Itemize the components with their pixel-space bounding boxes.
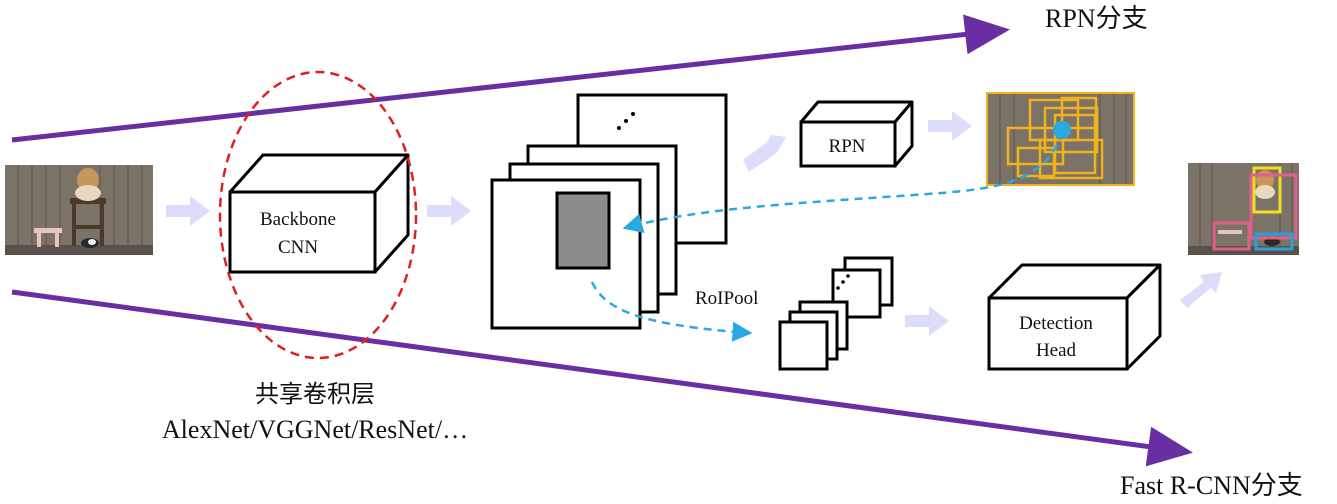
detection-head-line1: Detection — [1019, 313, 1093, 334]
flow-arrow-to-feature-maps — [427, 196, 471, 226]
detection-head-line2: Head — [1036, 340, 1077, 361]
rpn-branch-label: RPN分支 — [1045, 4, 1148, 33]
roipool-label: RoIPool — [695, 288, 758, 309]
flow-arrow-to-output — [1180, 272, 1222, 308]
proposals-image — [986, 92, 1135, 186]
flow-arrow-to-proposals — [928, 111, 972, 141]
input-image — [5, 165, 153, 255]
backbone-label-line1: Backbone — [260, 209, 336, 230]
rpn-branch-arrow — [11, 14, 1010, 143]
rpn-label: RPN — [829, 136, 866, 157]
feature-map-stack — [490, 93, 728, 330]
flow-arrow-to-detection-head — [905, 306, 949, 336]
ellipsis-dots — [617, 112, 635, 130]
shared-layers-title: 共享卷积层 — [255, 380, 375, 408]
shared-layers-ellipse — [218, 70, 418, 360]
rpn-box — [799, 100, 914, 168]
pooled-maps — [778, 256, 894, 371]
proposals-to-roi-arrow — [622, 131, 1064, 233]
flow-arrow-to-backbone — [166, 196, 210, 226]
fast-rcnn-branch-arrow — [11, 289, 1193, 467]
flow-arrow-to-rpn — [743, 135, 786, 172]
backbone-label-line2: CNN — [278, 237, 318, 258]
fast-rcnn-branch-label: Fast R-CNN分支 — [1120, 471, 1303, 500]
roi-region — [555, 191, 611, 270]
detection-head-box — [987, 263, 1162, 371]
detections-image — [1188, 163, 1299, 255]
backbone-cnn-box — [228, 153, 410, 274]
pooled-ellipsis-dots — [836, 274, 850, 290]
shared-layers-examples: AlexNet/VGGNet/ResNet/… — [162, 415, 468, 444]
